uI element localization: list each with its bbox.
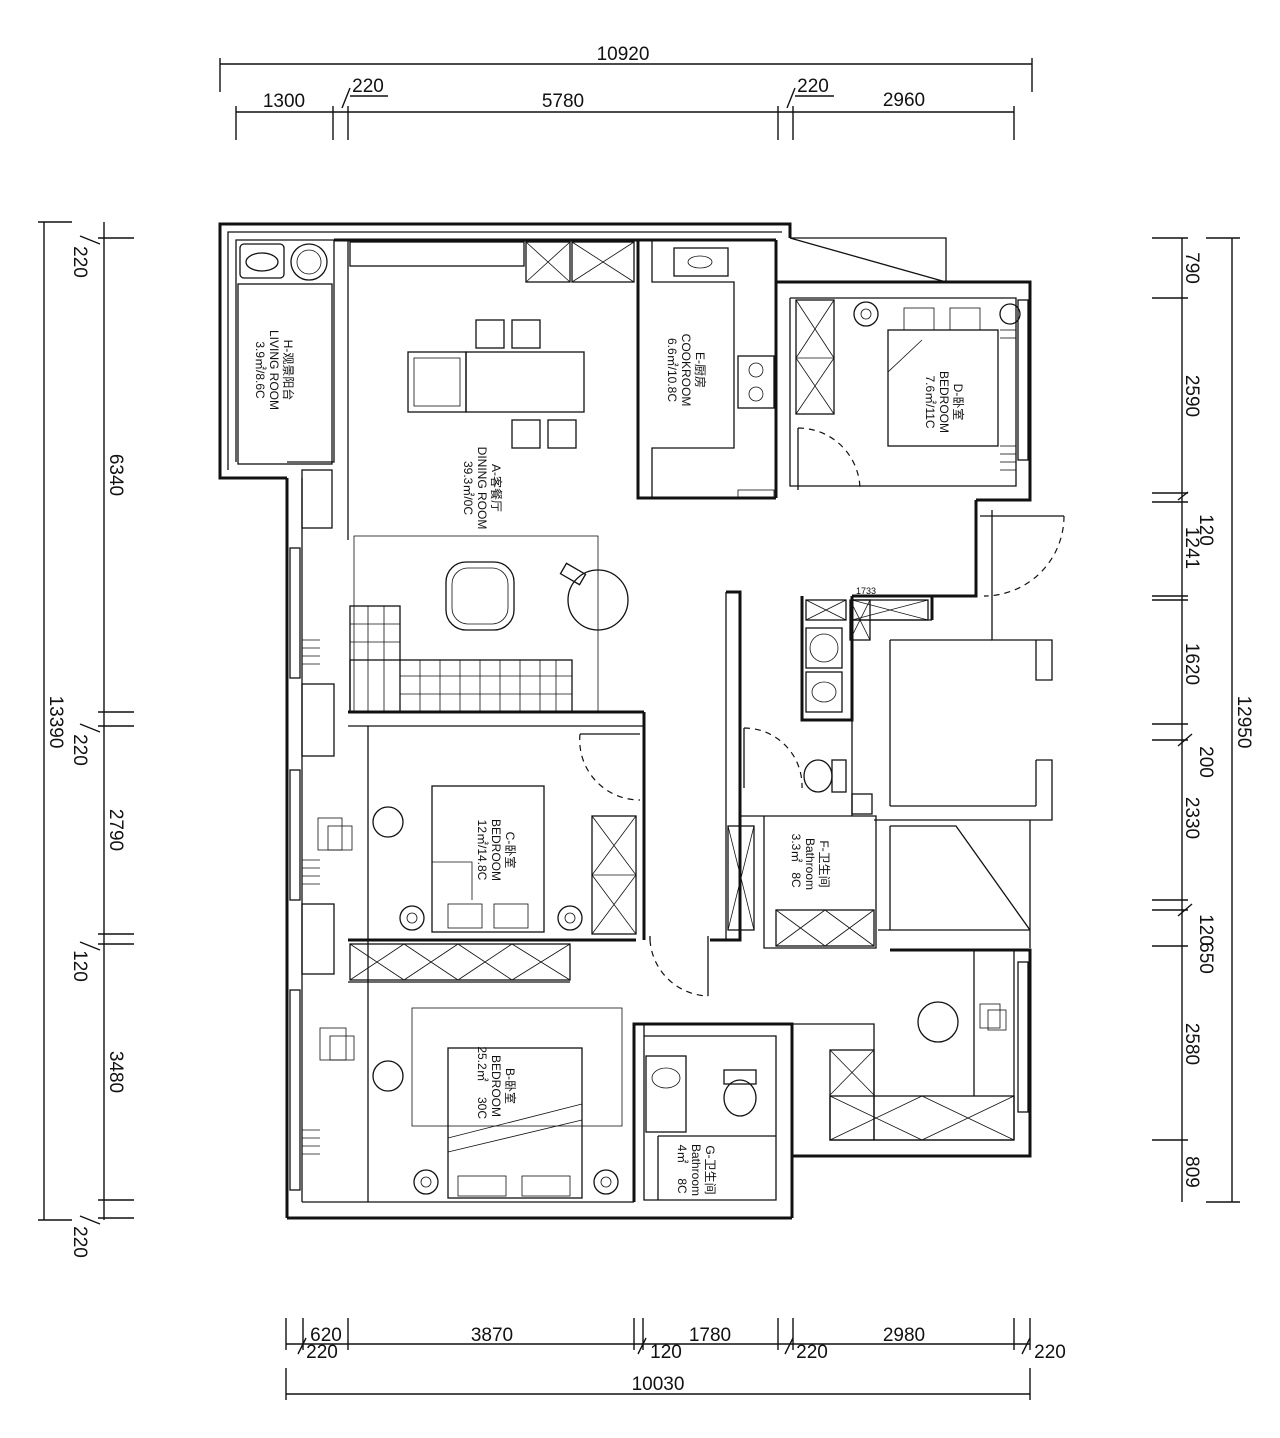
- dim-right-seg-2: 2590: [1181, 375, 1202, 417]
- room-c-area: 12㎡/14.8C: [475, 820, 489, 881]
- dim-right-seg-8: 120: [1195, 914, 1216, 946]
- dim-bottom-seg-4: 2980: [883, 1325, 925, 1346]
- room-h-en: LIVING ROOM: [267, 330, 281, 410]
- room-f-name: F-卫生间: [817, 840, 831, 887]
- dim-right-seg-1: 790: [1181, 252, 1202, 284]
- room-c-name: C-卧室: [503, 832, 518, 869]
- room-d-en: BEDROOM: [937, 371, 951, 433]
- room-b-name: B-卧室: [503, 1068, 518, 1104]
- walls: [218, 222, 1053, 1220]
- room-b-area: 25.2㎡: [475, 1046, 489, 1081]
- dim-bottom-lower-2: 120: [650, 1342, 682, 1363]
- room-label-d: D-卧室 BEDROOM 7.6㎡/11C: [923, 371, 966, 433]
- dim-right-seg-11: 809: [1181, 1156, 1202, 1188]
- dim-right-seg-4: 1241: [1181, 527, 1202, 569]
- room-label-f: F-卫生间 Bathroom 3.3㎡ 8C: [789, 834, 831, 890]
- room-label-b: B-卧室 BEDROOM 25.2㎡ 30C: [475, 1046, 518, 1119]
- room-h-area: 3.9㎡/8.6C: [253, 341, 267, 399]
- cabinets: [349, 241, 1015, 1141]
- dim-left-seg-6: 3480: [105, 1051, 126, 1093]
- dim-left-seg-5: 120: [69, 950, 90, 982]
- room-a-en: DINING ROOM: [475, 447, 489, 530]
- room-f-area2: 8C: [789, 872, 803, 888]
- dim-top-seg-5: 2960: [883, 90, 925, 111]
- dim-bottom-seg-3: 1780: [689, 1325, 731, 1346]
- room-label-e: E-厨房 COOKROOM 6.6㎡/10.8C: [665, 334, 708, 407]
- room-d-area: 7.6㎡/11C: [923, 375, 937, 428]
- dim-left-seg-7: 220: [69, 1226, 90, 1258]
- dim-right-seg-5: 1620: [1181, 643, 1202, 685]
- dim-right-seg-7: 2330: [1181, 797, 1202, 839]
- room-a-name: A-客餐厅: [489, 464, 504, 512]
- room-label-a: A-客餐厅 DINING ROOM 39.3㎡/0C: [461, 447, 504, 530]
- top-dimension-lines: [219, 58, 1033, 140]
- dim-right-seg-10: 2580: [1181, 1023, 1202, 1065]
- dim-right-seg-9: 650: [1195, 942, 1216, 974]
- room-a-area: 39.3㎡/0C: [461, 461, 475, 515]
- dim-top-seg-1: 1300: [263, 91, 305, 112]
- room-f-area: 3.3㎡: [789, 834, 803, 863]
- dim-left-seg-3: 220: [69, 734, 90, 766]
- room-g-en: Bathroom: [689, 1144, 703, 1196]
- room-b-en: BEDROOM: [489, 1055, 503, 1117]
- windows: [289, 299, 1029, 1191]
- dim-top-seg-4: 220: [797, 76, 829, 97]
- room-label-c: C-卧室 BEDROOM 12㎡/14.8C: [475, 819, 518, 881]
- dim-bottom-lower-3: 220: [796, 1342, 828, 1363]
- room-b-area2: 30C: [475, 1097, 489, 1119]
- dim-bottom-lower-4: 220: [1034, 1342, 1066, 1363]
- room-d-name: D-卧室: [951, 384, 966, 421]
- dim-left-seg-2: 6340: [105, 454, 126, 496]
- doors: [579, 427, 1065, 997]
- dim-left-seg-1: 220: [69, 246, 90, 278]
- dim-left-total: 13390: [45, 696, 66, 749]
- dim-right-seg-3: 120: [1195, 514, 1216, 546]
- dim-top-seg-2: 220: [352, 76, 384, 97]
- dim-left-seg-4: 2790: [105, 809, 126, 851]
- room-h-name: H-观景阳台: [281, 340, 296, 401]
- right-dimension-lines: [1152, 237, 1240, 1203]
- left-dimension-lines: [38, 221, 134, 1225]
- room-label-g: G-卫生间 Bathroom 4㎡ 8C: [675, 1144, 717, 1196]
- room-e-en: COOKROOM: [679, 334, 693, 407]
- dim-top-total: 10920: [597, 44, 650, 65]
- room-g-name: G-卫生间: [703, 1145, 717, 1194]
- room-e-name: E-厨房: [693, 352, 708, 388]
- dim-top-seg-3: 5780: [542, 91, 584, 112]
- bottom-dimension-lines: [285, 1318, 1031, 1400]
- room-c-en: BEDROOM: [489, 819, 503, 881]
- furniture: [237, 243, 1021, 1199]
- dim-right-seg-6: 200: [1195, 746, 1216, 778]
- room-f-en: Bathroom: [803, 838, 817, 890]
- dim-bottom-total: 10030: [632, 1374, 685, 1395]
- room-g-area2: 8C: [675, 1178, 689, 1194]
- room-label-h: H-观景阳台 LIVING ROOM 3.9㎡/8.6C: [253, 330, 296, 410]
- dim-right-total: 12950: [1233, 696, 1254, 749]
- dim-bottom-seg-1: 620: [310, 1325, 342, 1346]
- room-e-area: 6.6㎡/10.8C: [665, 338, 679, 402]
- dim-bottom-lower-1: 220: [306, 1342, 338, 1363]
- dim-note-1733: 1733: [856, 586, 876, 596]
- dim-bottom-seg-2: 3870: [471, 1325, 513, 1346]
- room-g-area: 4㎡: [675, 1145, 689, 1164]
